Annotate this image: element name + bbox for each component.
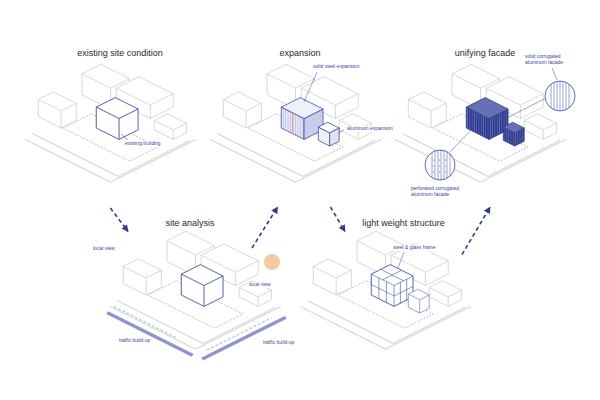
callout-circle bbox=[545, 81, 575, 111]
sun-symbol bbox=[264, 254, 280, 270]
site-drawing bbox=[106, 231, 287, 360]
annotation-label: local view bbox=[92, 246, 116, 252]
annotation-label: local view bbox=[248, 282, 272, 288]
detail-callout bbox=[425, 150, 455, 180]
annex-box bbox=[408, 289, 429, 313]
process-panel: site analysis bbox=[128, 215, 252, 380]
site-context bbox=[395, 64, 566, 182]
panel-title: site analysis bbox=[128, 218, 252, 229]
callout-circle bbox=[425, 150, 455, 180]
leader-line bbox=[304, 72, 317, 102]
process-panel: light weight structure bbox=[345, 215, 462, 380]
annotation-label: solid steel expansion bbox=[312, 64, 360, 70]
traffic-band bbox=[106, 311, 193, 357]
flow-arrow bbox=[110, 208, 128, 232]
perforation-dots bbox=[433, 160, 446, 173]
frame-structure bbox=[371, 265, 413, 307]
leader-line bbox=[121, 134, 128, 140]
flow-arrow bbox=[330, 207, 345, 232]
annotation-label: traffic build-up bbox=[118, 338, 151, 344]
leader-line bbox=[450, 127, 474, 152]
panel-title: expansion bbox=[220, 48, 380, 59]
building-edge bbox=[96, 107, 138, 139]
site-drawing bbox=[25, 64, 196, 182]
frame-grid bbox=[371, 269, 413, 306]
site-context bbox=[300, 231, 471, 349]
annotation-label: traffic build-up bbox=[262, 340, 295, 346]
corrugation-lines bbox=[432, 150, 450, 180]
traffic-band bbox=[201, 316, 287, 361]
dimension-line bbox=[114, 306, 272, 350]
process-panel: existing site condition bbox=[40, 45, 200, 208]
facade-roof bbox=[466, 98, 508, 119]
leader-line bbox=[338, 130, 344, 133]
building-edge bbox=[408, 294, 429, 313]
site-context bbox=[25, 64, 196, 182]
orange-marker bbox=[292, 113, 293, 134]
annotation-label: existing building bbox=[124, 141, 162, 147]
panel-title: existing site condition bbox=[40, 48, 200, 59]
annotation-label: solid corrugated aluminum facade bbox=[524, 54, 574, 66]
existing-building bbox=[181, 265, 223, 307]
existing-building bbox=[96, 98, 138, 140]
site-drawing bbox=[300, 231, 471, 349]
panel-title: light weight structure bbox=[345, 218, 462, 229]
aluminum-box bbox=[318, 122, 339, 132]
flow-arrow bbox=[462, 207, 490, 255]
annotation-label: steel & glass frame bbox=[392, 245, 437, 251]
building-edge bbox=[181, 274, 223, 306]
facade-roof bbox=[503, 122, 524, 132]
corrugation-lines bbox=[551, 81, 569, 111]
site-drawing bbox=[210, 64, 381, 182]
site-drawing bbox=[395, 64, 566, 182]
leader-line bbox=[552, 68, 557, 80]
leader-line bbox=[503, 98, 546, 120]
leader-line bbox=[398, 252, 404, 268]
annotation-label: perforated corrugated aluminum facade bbox=[410, 186, 472, 198]
detail-callout bbox=[545, 81, 575, 111]
process-panel: unifying facade bbox=[400, 45, 570, 207]
flow-arrow bbox=[252, 207, 278, 248]
expansion-roof bbox=[281, 98, 323, 119]
site-context bbox=[210, 64, 381, 182]
annotation-label: aluminum expansion bbox=[346, 126, 394, 132]
